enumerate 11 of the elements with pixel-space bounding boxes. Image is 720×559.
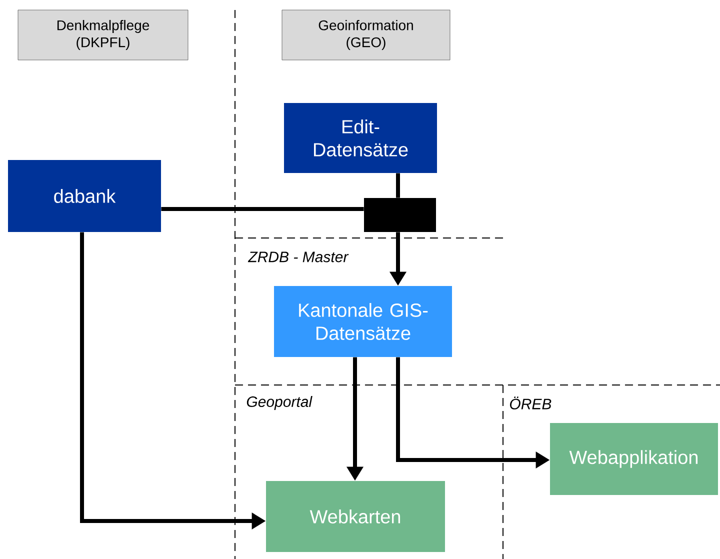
process-box: dabank bbox=[8, 160, 161, 232]
zone-label: ZRDB - Master bbox=[248, 252, 349, 262]
department-box: Denkmalpflege (DKPFL) bbox=[18, 10, 188, 60]
department-box: Geoinformation (GEO) bbox=[282, 10, 450, 60]
zone-label: ÖREB bbox=[510, 396, 552, 410]
process-box: Webapplikation bbox=[550, 423, 718, 495]
process-box: Edit-Datensätze bbox=[284, 103, 437, 173]
process-box bbox=[364, 198, 436, 232]
process-box: Webkarten bbox=[266, 481, 445, 552]
process-box: Kantonale GIS-Datensätze bbox=[274, 286, 452, 357]
zone-label: Geoportal bbox=[246, 396, 312, 410]
